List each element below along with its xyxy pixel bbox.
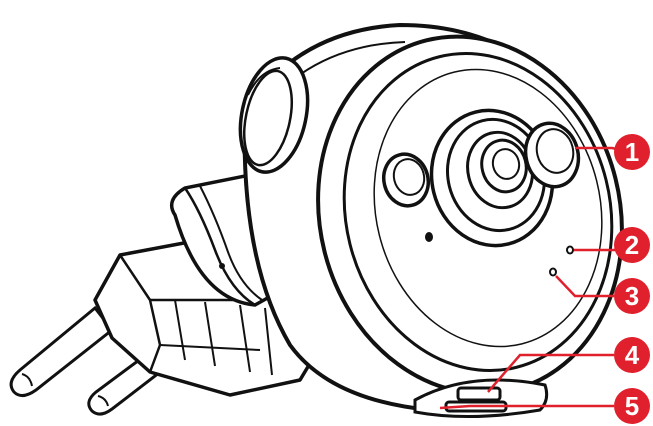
callout-number-5: 5 [625,391,639,421]
usb-port [458,388,500,400]
callout-number-1: 1 [625,137,639,167]
indicator-light [567,247,573,254]
microphone-hole [550,269,556,276]
plug-pin-upper [11,308,112,396]
callout-number-2: 2 [625,230,639,260]
neck-screw-hole [219,263,225,269]
callout-number-4: 4 [625,340,640,370]
front-hole-left [425,232,433,242]
callout-number-3: 3 [625,281,639,311]
